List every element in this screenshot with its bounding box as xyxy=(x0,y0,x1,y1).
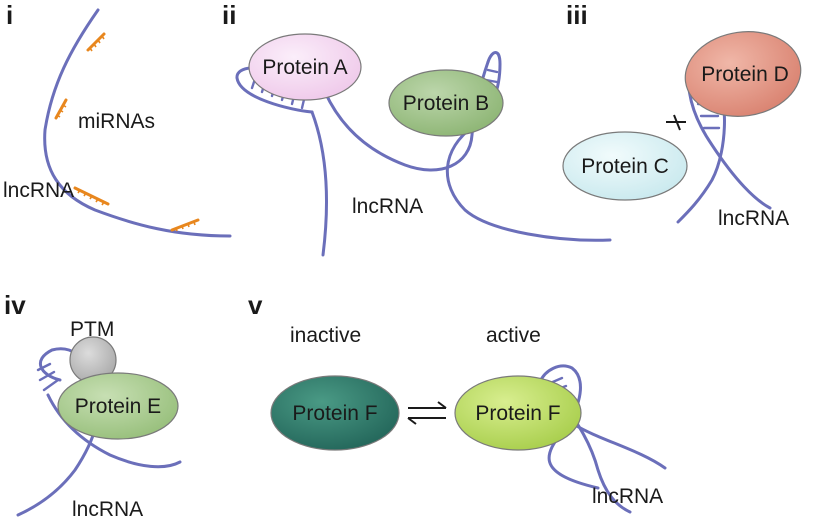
hairpin-hatching-right xyxy=(480,68,499,104)
protein-d-label: Protein D xyxy=(701,63,789,86)
lncrna-label: lncRNA xyxy=(72,498,143,521)
protein-a-label: Protein A xyxy=(262,56,347,79)
panel-i-label: i xyxy=(6,0,13,30)
protein-c-label: Protein C xyxy=(581,155,669,178)
ptm-label: PTM xyxy=(70,318,114,341)
protein-d xyxy=(684,31,802,117)
lncrna-label: lncRNA xyxy=(592,485,663,508)
panel-ii-label: ii xyxy=(222,0,236,30)
inactive-label: inactive xyxy=(290,324,361,347)
panel-i: i miRNAs lncRNA xyxy=(3,0,232,238)
mirna-2 xyxy=(54,98,68,120)
mirna-3 xyxy=(73,186,110,206)
protein-f-active-label: Protein F xyxy=(475,402,560,425)
panel-iv-label: iv xyxy=(4,290,26,320)
protein-e xyxy=(57,372,179,440)
panel-v-label: v xyxy=(248,290,263,320)
panel-v: v inactive active Protein F Protein F ln… xyxy=(248,290,667,514)
lncrna-label: lncRNA xyxy=(352,195,423,218)
panel-iii: iii Protein D Protein C lncRNA xyxy=(562,0,802,230)
protein-e-label: Protein E xyxy=(75,395,161,418)
protein-f-inactive xyxy=(270,375,400,451)
panel-iv: iv Protein E PTM lncRNA xyxy=(4,290,182,521)
panel-ii: ii Protein A Protein B lncRNA xyxy=(222,0,612,257)
mirnas-label: miRNAs xyxy=(78,110,155,133)
active-label: active xyxy=(486,324,541,347)
lncrna-label: lncRNA xyxy=(3,179,74,202)
protein-f-active xyxy=(454,375,582,451)
protein-a xyxy=(248,33,362,101)
mirna-1 xyxy=(86,32,106,52)
mirna-4 xyxy=(170,218,200,232)
panel-iii-label: iii xyxy=(566,0,588,30)
equilibrium-arrows xyxy=(407,401,447,425)
protein-b xyxy=(388,69,504,137)
hairpin-hatching xyxy=(36,362,60,392)
protein-f-inactive-label: Protein F xyxy=(292,402,377,425)
lncrna-strand xyxy=(43,8,232,238)
protein-b-label: Protein B xyxy=(403,92,489,115)
lncrna-label: lncRNA xyxy=(718,207,789,230)
protein-c xyxy=(562,131,688,201)
inhibition-arrow xyxy=(666,114,686,131)
